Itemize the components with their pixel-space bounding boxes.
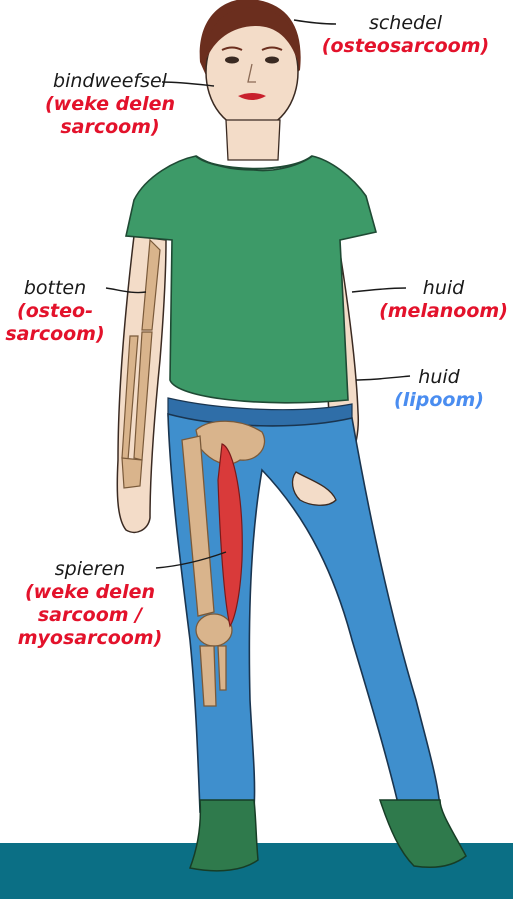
- label-connective-condition-2: sarcoom): [20, 116, 200, 139]
- label-skin-melanoma-term: huid: [374, 277, 513, 300]
- label-muscles-condition-2: sarcoom /: [10, 604, 170, 627]
- label-bones-condition-1: (osteo-: [0, 300, 110, 323]
- label-connective-term: bindweefsel: [20, 70, 200, 93]
- label-muscles: spieren (weke delen sarcoom / myosarcoom…: [10, 558, 170, 650]
- label-muscles-term: spieren: [10, 558, 170, 581]
- fibula: [218, 646, 226, 690]
- hand-bones: [122, 458, 142, 488]
- label-skin-melanoma: huid (melanoom): [374, 277, 513, 323]
- label-bones-term: botten: [0, 277, 110, 300]
- left-eye: [225, 57, 239, 64]
- label-bones: botten (osteo- sarcoom): [0, 277, 110, 346]
- label-connective-tissue: bindweefsel (weke delen sarcoom): [20, 70, 200, 139]
- knee: [196, 614, 232, 646]
- label-muscles-condition-1: (weke delen: [10, 581, 170, 604]
- label-skull-term: schedel: [318, 12, 493, 35]
- label-skin-lipoma: huid (lipoom): [384, 366, 494, 412]
- label-connective-condition-1: (weke delen: [20, 93, 200, 116]
- label-skull: schedel (osteosarcoom): [318, 12, 493, 58]
- label-skull-condition: (osteosarcoom): [318, 35, 493, 58]
- label-skin-lipoma-condition: (lipoom): [384, 389, 494, 412]
- left-boot: [190, 800, 258, 871]
- label-skin-lipoma-term: huid: [384, 366, 494, 389]
- label-muscles-condition-3: myosarcoom): [10, 627, 170, 650]
- label-skin-melanoma-condition: (melanoom): [374, 300, 513, 323]
- right-eye: [265, 57, 279, 64]
- label-bones-condition-2: sarcoom): [0, 323, 110, 346]
- neck: [226, 120, 280, 160]
